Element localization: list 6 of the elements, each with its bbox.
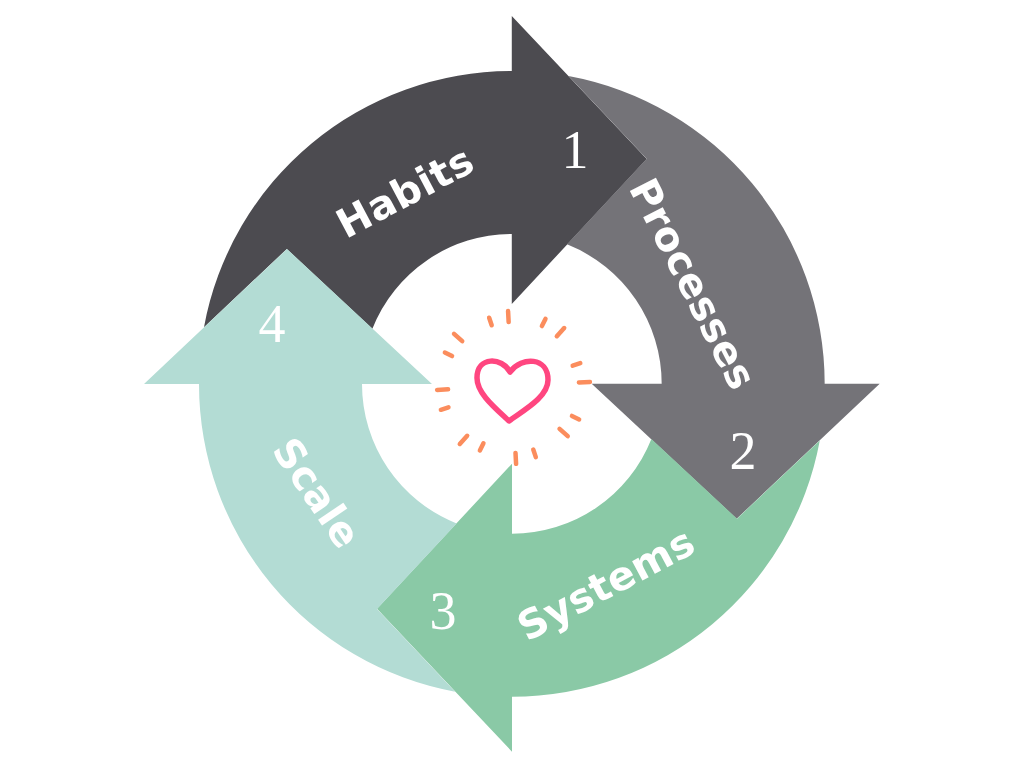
cycle-segment: [144, 249, 457, 692]
cycle-segment: [567, 76, 880, 519]
step-number: 1: [561, 123, 589, 177]
step-number: 2: [729, 424, 757, 478]
step-number: 3: [429, 584, 457, 638]
step-number: 4: [258, 297, 286, 351]
